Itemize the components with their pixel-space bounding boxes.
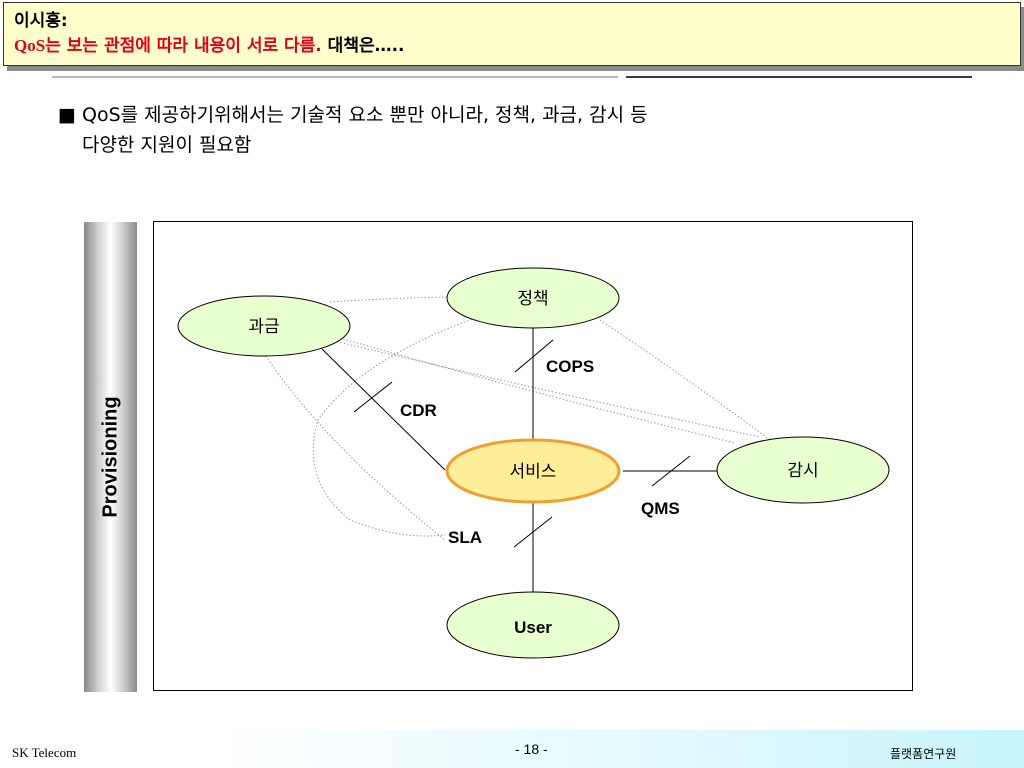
annotation-note: 이시홍: QoS는 보는 관점에 따라 내용이 서로 다름. 대책은….. <box>3 2 1021 66</box>
node-monitoring-label: 감시 <box>787 461 818 481</box>
footer-page-number: - 18 - <box>515 741 548 757</box>
bullet-mark: ■ <box>58 104 76 126</box>
title-underline-right <box>626 76 972 78</box>
edge-label-sla: SLA <box>448 528 482 547</box>
footer-department: 플랫폼연구원 <box>890 747 957 761</box>
node-service <box>445 438 621 504</box>
title-underline-left <box>52 76 618 78</box>
tick-qms <box>651 455 691 487</box>
dotted-link-billing-monitoring <box>339 337 736 444</box>
footer-company: SK Telecom <box>12 745 77 760</box>
bullet-line-1: QoS를 제공하기위해서는 기술적 요소 뿐만 아니라, 정책, 과금, 감시 … <box>82 104 648 126</box>
dotted-link-service-monitoring <box>329 339 761 438</box>
annotation-qos: QoS <box>14 36 46 55</box>
dotted-link-billing-sla <box>261 349 446 541</box>
annotation-author: 이시홍: <box>14 11 68 31</box>
node-user <box>446 591 620 659</box>
annotation-text: QoS는 보는 관점에 따라 내용이 서로 다름. 대책은….. <box>14 33 1020 59</box>
edge-label-cdr: CDR <box>400 401 437 420</box>
provisioning-bar <box>84 222 137 692</box>
bullet-text: ■ QoS를 제공하기위해서는 기술적 요소 뿐만 아니라, 정책, 과금, 감시… <box>58 100 648 160</box>
tick-cops <box>514 339 554 373</box>
footer-band <box>0 730 1024 768</box>
tick-cdr <box>353 381 393 413</box>
edge-label-cops: COPS <box>546 357 594 376</box>
tick-sla <box>513 516 553 548</box>
dotted-link-billing-policy <box>329 296 451 303</box>
bullet-line-2: 다양한 지원이 필요함 <box>82 134 252 156</box>
node-service-label: 서비스 <box>510 462 557 482</box>
node-monitoring <box>716 436 890 504</box>
dotted-link-policy-sla <box>312 317 476 537</box>
node-policy <box>446 267 620 329</box>
edge-billing-service <box>321 348 446 471</box>
node-billing <box>177 295 351 357</box>
annotation-tail: 대책은….. <box>321 36 405 56</box>
annotation-main: 는 보는 관점에 따라 내용이 서로 다름. <box>45 36 322 56</box>
node-policy-label: 정책 <box>517 289 548 309</box>
node-billing-label: 과금 <box>248 317 279 337</box>
dotted-link-policy-monitoring <box>599 319 771 441</box>
edge-label-qms: QMS <box>641 499 680 518</box>
node-user-label: User <box>514 618 552 637</box>
